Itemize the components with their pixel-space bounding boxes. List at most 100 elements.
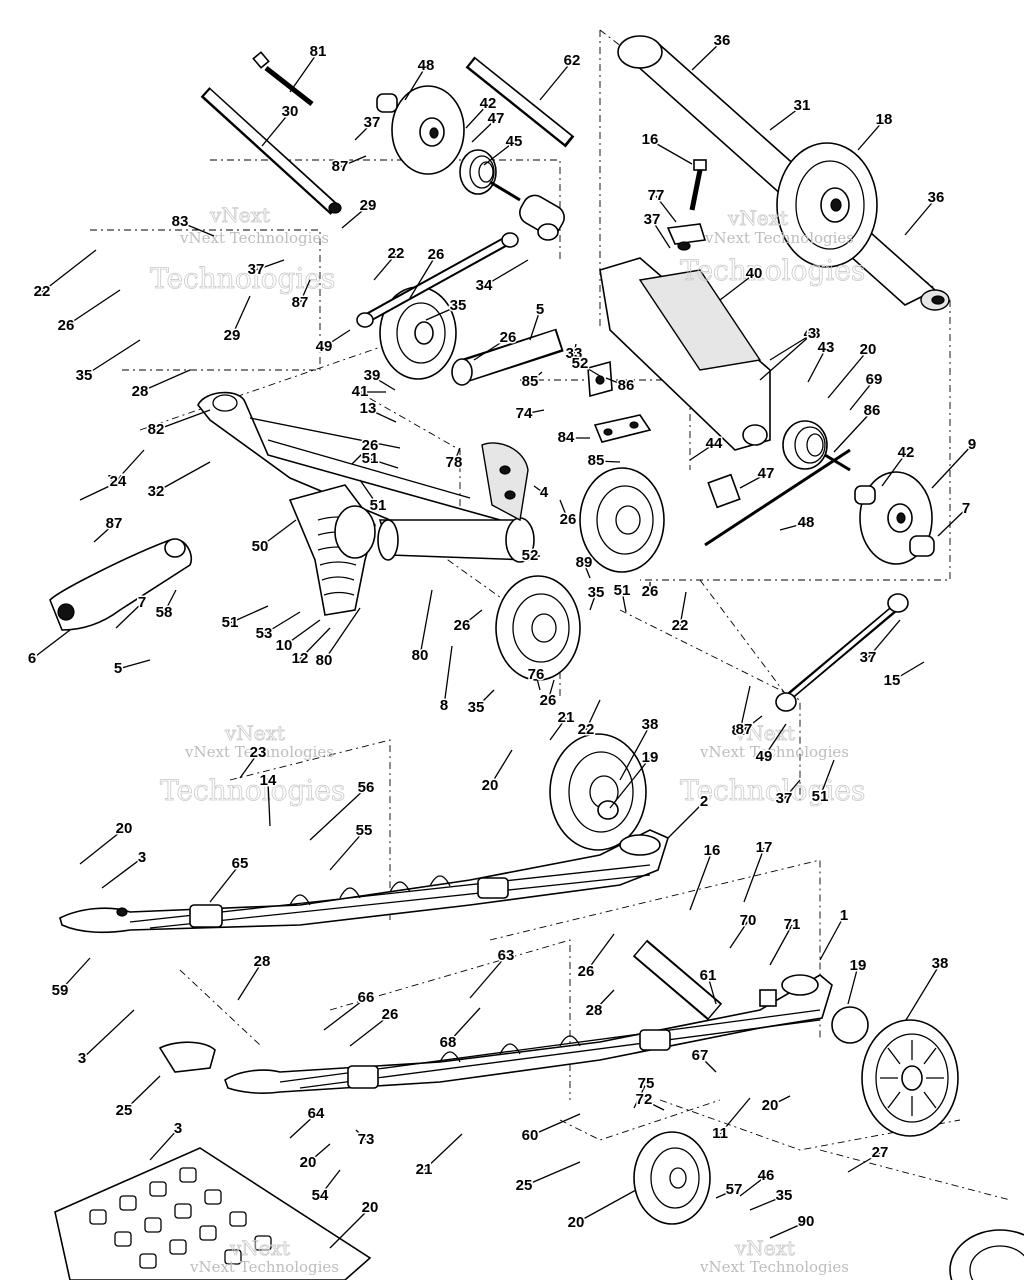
callout-label: 59	[52, 982, 69, 999]
callout-label: 20	[860, 341, 877, 358]
callout-label: 4	[540, 484, 549, 501]
leader-line	[583, 562, 591, 579]
callout-label: 53	[256, 625, 273, 642]
callout-label: 63	[498, 947, 515, 964]
leader-line	[31, 629, 71, 660]
leader-line	[937, 508, 967, 537]
callout-label: 22	[34, 283, 51, 300]
leader-line	[689, 850, 713, 911]
leader-line	[763, 723, 787, 758]
watermark-faint-1: Technologies	[150, 262, 335, 295]
leader-line	[593, 989, 615, 1012]
leader-line	[163, 589, 177, 614]
callout-label: 48	[418, 57, 435, 74]
leader-line	[79, 828, 125, 865]
callout-label: 45	[506, 133, 523, 150]
leader-line	[827, 349, 869, 399]
wheel-48	[376, 85, 465, 175]
callout-label: 52	[522, 547, 539, 564]
callout-label: 38	[642, 716, 659, 733]
callout-label: 80	[412, 647, 429, 664]
watermark-brand-3: vNext	[224, 721, 285, 745]
callout-label: 3	[78, 1050, 86, 1067]
callout-label: 42	[480, 95, 497, 112]
shaft-30	[200, 87, 342, 215]
link-6	[49, 538, 192, 631]
wheel-38-lower	[831, 1006, 959, 1137]
leader-line	[309, 787, 367, 841]
leader-line	[443, 645, 453, 707]
leader-line	[323, 997, 367, 1031]
callout-label: 28	[132, 383, 149, 400]
shock-absorber-50	[288, 484, 376, 616]
leader-line	[931, 444, 973, 489]
callout-label: 76	[528, 666, 545, 683]
leader-line	[465, 103, 489, 129]
leader-line	[354, 122, 373, 141]
leader-line	[585, 699, 601, 731]
leader-line	[453, 447, 461, 464]
callout-label: 26	[642, 583, 659, 600]
callout-label: 13	[360, 400, 377, 417]
callout-label: 25	[116, 1102, 133, 1119]
leader-line	[769, 333, 813, 361]
leader-line	[373, 253, 397, 281]
leader-line	[559, 499, 569, 521]
leader-line	[819, 915, 845, 961]
leader-line	[819, 759, 835, 798]
callout-label: 87	[732, 722, 749, 739]
shaft-28-mid	[451, 328, 564, 386]
callout-label: 21	[416, 1161, 433, 1178]
callout-label: 35	[76, 367, 93, 384]
leader-line	[179, 221, 215, 237]
callout-label: 26	[540, 692, 557, 709]
slide-rail-1	[224, 974, 833, 1095]
callout-label: 74	[516, 405, 533, 422]
watermark-company-5: vNext Technologies	[189, 1258, 339, 1276]
callout-label: 78	[446, 454, 463, 471]
callout-label: 35	[468, 699, 485, 716]
callout-label: 57	[726, 1181, 743, 1198]
callout-label: 86	[864, 402, 881, 419]
leader-line	[209, 863, 241, 903]
leader-line	[769, 105, 803, 131]
watermark-brand-2: vNext	[727, 206, 788, 230]
link-arm-49	[356, 232, 519, 328]
callout-label: 47	[758, 465, 775, 482]
callout-label: 85	[588, 452, 605, 469]
plate-82	[593, 414, 652, 443]
pad-67	[158, 1041, 216, 1073]
leader-line	[769, 924, 793, 966]
wheel-18	[776, 142, 878, 268]
leader-line	[881, 452, 907, 487]
leader-line	[719, 273, 755, 301]
leader-line	[589, 592, 597, 611]
spring-44	[782, 420, 851, 472]
callout-label: 87	[292, 294, 309, 311]
leader-line	[715, 1189, 735, 1199]
callout-label: 46	[758, 1167, 775, 1184]
leader-line	[371, 375, 396, 391]
callout-label: 36	[928, 189, 945, 206]
callout-label: 37	[776, 790, 793, 807]
callout-label: 64	[308, 1105, 325, 1122]
callout-label: 61	[700, 967, 717, 984]
callout-label: 70	[740, 912, 757, 929]
callout-label: 34	[476, 277, 493, 294]
callout-label: 3	[174, 1120, 182, 1137]
leader-line	[123, 1075, 161, 1112]
callout-label: 66	[358, 989, 375, 1006]
leader-line	[605, 377, 627, 387]
callout-label: 14	[260, 772, 277, 789]
watermark-company-6: vNext Technologies	[699, 1258, 849, 1276]
callout-label: 67	[692, 1047, 709, 1064]
callout-label: 10	[276, 637, 293, 654]
callout-label: 24	[110, 473, 127, 490]
callout-label: 5	[114, 660, 122, 677]
wheel-38-middle	[549, 733, 647, 851]
callout-label: 23	[250, 744, 267, 761]
leader-line	[447, 1007, 481, 1044]
callout-label: 71	[784, 916, 801, 933]
leader-line	[329, 1207, 371, 1249]
